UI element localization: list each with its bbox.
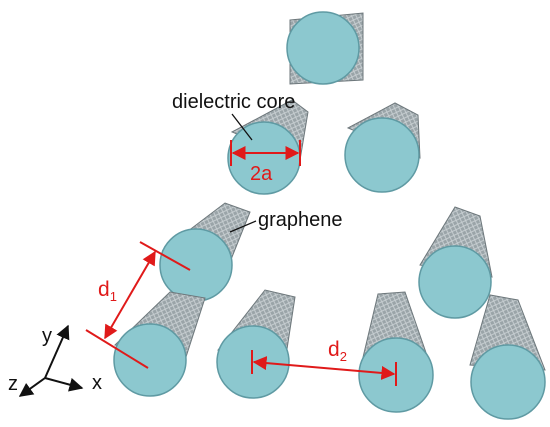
label-dielectric-core: dielectric core bbox=[172, 91, 295, 113]
label-d1: d1 bbox=[98, 278, 117, 304]
dielectric-core-face bbox=[470, 344, 546, 420]
axis-z bbox=[18, 377, 46, 397]
dielectric-core-face bbox=[113, 323, 187, 397]
dielectric-core-face bbox=[159, 228, 233, 302]
coordinate-axes: y x z bbox=[8, 324, 102, 397]
fiber-bottom-middle bbox=[216, 289, 296, 399]
axis-label-x: x bbox=[92, 372, 102, 394]
leader-graphene bbox=[229, 220, 257, 233]
axis-label-z: z bbox=[8, 373, 18, 395]
fiber-top bbox=[286, 11, 364, 85]
label-graphene: graphene bbox=[258, 209, 343, 231]
axis-y bbox=[44, 324, 70, 379]
fiber-right-upper bbox=[418, 206, 493, 319]
dielectric-core-face bbox=[418, 245, 492, 319]
dimension-d1: d1 bbox=[85, 241, 191, 369]
dimension-2a: 2a bbox=[230, 140, 301, 185]
axis-x bbox=[44, 377, 84, 392]
dimension-d2: d2 bbox=[251, 338, 397, 386]
leader-dielectric-core bbox=[231, 113, 253, 141]
fiber-bottom-right-a bbox=[358, 291, 434, 413]
axis-label-y: y bbox=[42, 325, 52, 347]
fiber-bottom-left bbox=[113, 291, 206, 397]
fiber-bottom-right-b bbox=[469, 294, 546, 420]
label-d2: d2 bbox=[328, 338, 347, 364]
dielectric-core-face bbox=[286, 11, 360, 85]
fiber-middle-right bbox=[344, 102, 421, 193]
fiber-left-upper bbox=[159, 202, 251, 302]
dielectric-core-face bbox=[344, 117, 420, 193]
label-2a: 2a bbox=[250, 163, 273, 185]
